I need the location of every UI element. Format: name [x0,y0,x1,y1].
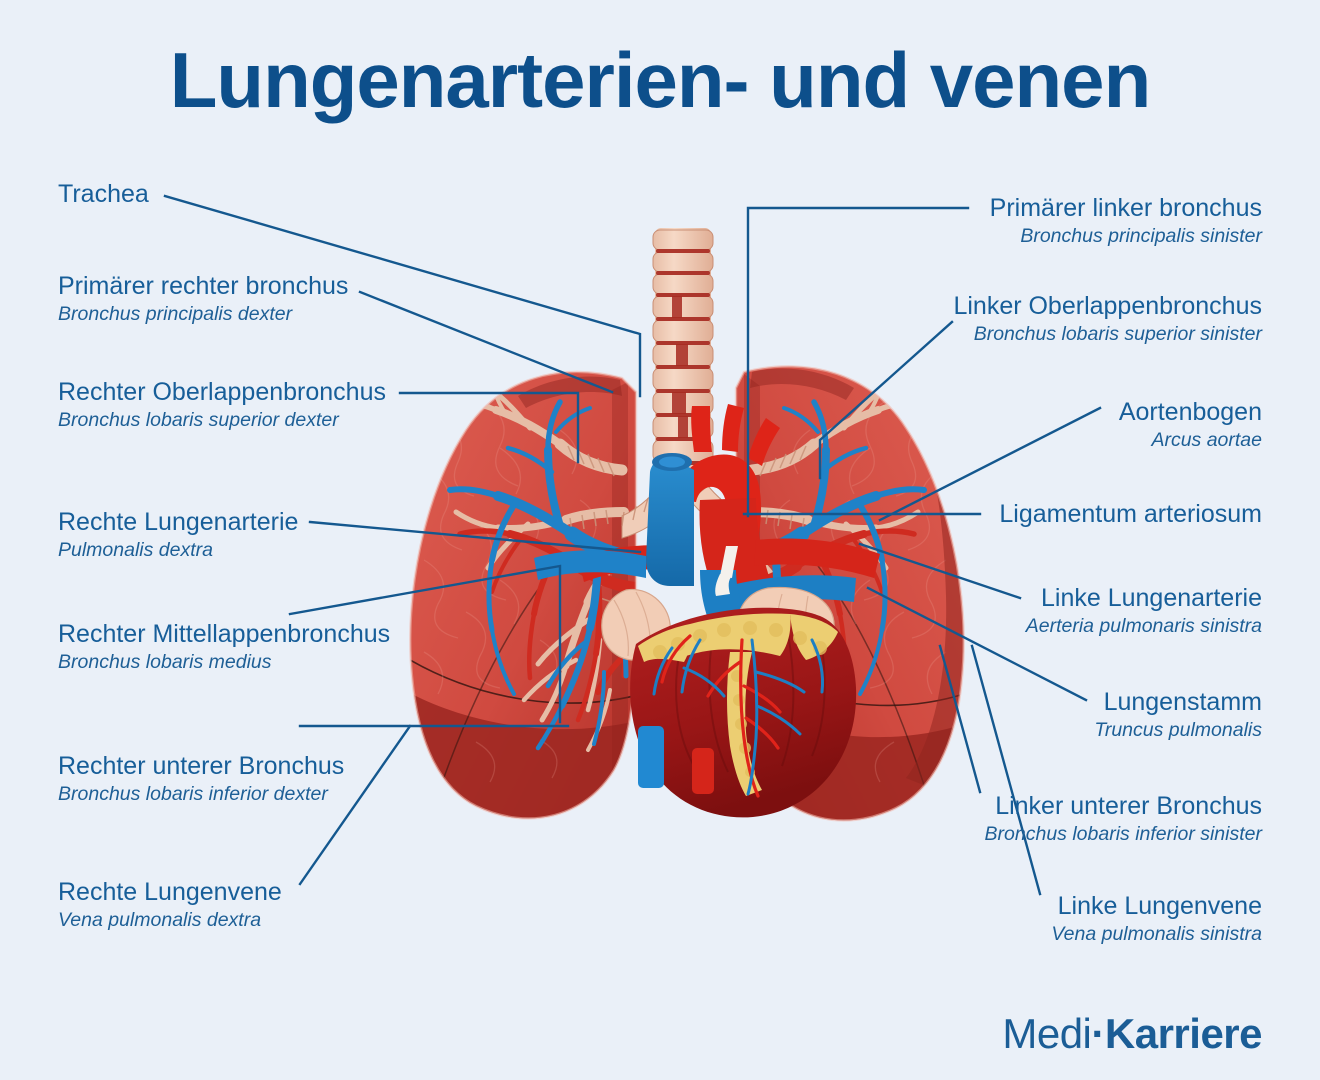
label-right-lower-bronchus-la: Bronchus lobaris inferior dexter [58,782,328,805]
label-right-middle-lobe-bronchus-de: Rechter Mittellappenbronchus [58,620,391,648]
logo-dot: · [1091,1010,1105,1057]
label-right-upper-lobe-bronchus-la: Bronchus lobaris superior dexter [58,408,339,431]
label-left-pulmonary-artery-de: Linke Lungenarterie [1041,584,1262,612]
label-aortenbogen: Aortenbogen Arcus aortae [1119,398,1262,452]
label-right-upper-lobe-bronchus: Rechter Oberlappenbronchus Bronchus loba… [58,378,386,432]
label-trachea: Trachea [58,180,149,209]
label-ligamentum-arteriosum-de: Ligamentum arteriosum [999,500,1262,528]
label-aortenbogen-de: Aortenbogen [1118,398,1262,426]
label-left-pulmonary-artery: Linke Lungenarterie Aerteria pulmonaris … [1026,584,1262,638]
label-right-middle-lobe-bronchus: Rechter Mittellappenbronchus Bronchus lo… [58,620,390,674]
label-truncus-pulmonalis: Lungenstamm Truncus pulmonalis [1094,688,1262,742]
logo-thin-text: Medi [1002,1010,1092,1057]
label-left-pulmonary-vein: Linke Lungenvene Vena pulmonalis sinistr… [1051,892,1262,946]
label-right-pulmonary-vein-de: Rechte Lungenvene [58,878,282,906]
label-right-pulmonary-artery: Rechte Lungenarterie Pulmonalis dextra [58,508,298,562]
label-left-lower-bronchus: Linker unterer Bronchus Bronchus lobaris… [985,792,1262,846]
label-right-upper-lobe-bronchus-de: Rechter Oberlappenbronchus [58,378,386,406]
label-left-main-bronchus-de: Primärer linker bronchus [989,194,1262,222]
label-trachea-de: Trachea [58,180,149,208]
label-right-pulmonary-vein: Rechte Lungenvene Vena pulmonalis dextra [58,878,282,932]
label-right-lower-bronchus-de: Rechter unterer Bronchus [58,752,345,780]
label-ligamentum-arteriosum: Ligamentum arteriosum [999,500,1262,529]
label-left-main-bronchus: Primärer linker bronchus Bronchus princi… [990,194,1262,248]
label-left-upper-lobe-bronchus-la: Bronchus lobaris superior sinister [973,322,1262,345]
page-title: Lungenarterien- und venen [169,36,1151,124]
logo-bold-text: Karriere [1104,1010,1263,1057]
label-left-pulmonary-artery-la: Aerteria pulmonaris sinistra [1025,614,1262,637]
label-left-upper-lobe-bronchus-de: Linker Oberlappenbronchus [953,292,1262,320]
label-left-pulmonary-vein-de: Linke Lungenvene [1057,892,1262,920]
label-right-main-bronchus-de: Primärer rechter bronchus [58,272,349,300]
label-left-main-bronchus-la: Bronchus principalis sinister [1020,224,1262,247]
label-right-pulmonary-artery-la: Pulmonalis dextra [58,538,213,561]
label-truncus-pulmonalis-de: Lungenstamm [1103,688,1262,716]
label-truncus-pulmonalis-la: Truncus pulmonalis [1094,718,1262,741]
label-right-main-bronchus-la: Bronchus principalis dexter [58,302,293,325]
label-left-pulmonary-vein-la: Vena pulmonalis sinistra [1051,922,1262,945]
label-aortenbogen-la: Arcus aortae [1151,428,1262,451]
label-left-lower-bronchus-de: Linker unterer Bronchus [995,792,1262,820]
right-lung [409,370,638,820]
label-right-middle-lobe-bronchus-la: Bronchus lobaris medius [58,650,272,673]
label-right-pulmonary-vein-la: Vena pulmonalis dextra [58,908,262,931]
label-right-pulmonary-artery-de: Rechte Lungenarterie [58,508,299,536]
heart-and-great-vessels [534,404,880,818]
label-right-lower-bronchus: Rechter unterer Bronchus Bronchus lobari… [58,752,344,806]
label-left-upper-lobe-bronchus: Linker Oberlappenbronchus Bronchus lobar… [953,292,1262,346]
label-left-lower-bronchus-la: Bronchus lobaris inferior sinister [984,822,1262,845]
label-right-main-bronchus: Primärer rechter bronchus Bronchus princ… [58,272,348,326]
medi-karriere-logo: Medi·Karriere [1002,1010,1262,1058]
